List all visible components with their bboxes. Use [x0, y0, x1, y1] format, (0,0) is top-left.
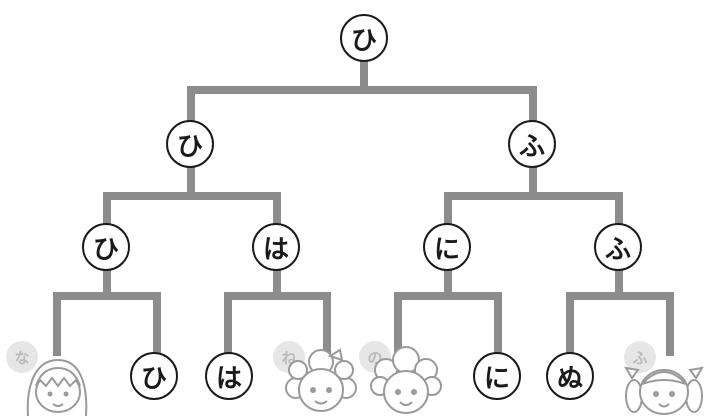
- girl-curls-illustration: [285, 348, 357, 412]
- entrant-node-nu: ぬ: [546, 352, 594, 400]
- quarterfinal-node-4: ふ: [594, 223, 642, 271]
- quarterfinal-node-2: は: [252, 223, 300, 271]
- entrant-node-hi: ひ: [130, 352, 178, 400]
- semifinal-node-right: ふ: [508, 120, 556, 168]
- girl-pigtails-illustration: [624, 366, 704, 415]
- entrant-node-ni: に: [473, 352, 521, 400]
- quarterfinal-node-3: に: [423, 223, 471, 271]
- entrant-node-ha: は: [205, 352, 253, 400]
- entrant-label-na: な: [6, 341, 38, 373]
- semifinal-node-left: ひ: [166, 120, 214, 168]
- girl-bangs-illustration: [26, 358, 88, 416]
- quarterfinal-node-1: ひ: [82, 223, 130, 271]
- woman-perm-illustration: [370, 346, 442, 414]
- champion-node: ひ: [340, 14, 388, 62]
